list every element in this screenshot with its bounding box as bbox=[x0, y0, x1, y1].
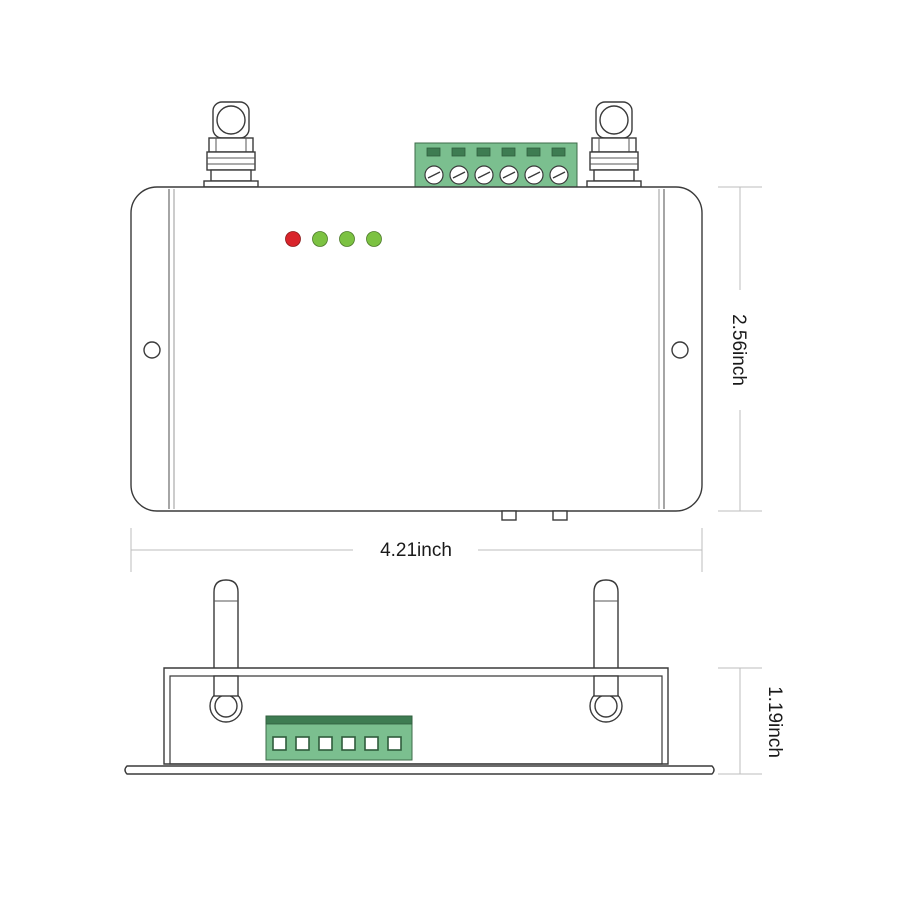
enclosure-body bbox=[130, 186, 703, 512]
width-dimension: 4.21inch bbox=[130, 528, 703, 572]
width-dimension-label: 4.21inch bbox=[380, 540, 452, 561]
terminal-screw-icon bbox=[424, 165, 569, 185]
led-indicator-icon bbox=[312, 231, 328, 247]
terminal-slots bbox=[426, 147, 566, 157]
right-antenna-connector-icon bbox=[586, 101, 642, 188]
left-mounting-hole-icon bbox=[143, 341, 161, 359]
height-dimension-label: 2.56inch bbox=[728, 314, 749, 386]
led-indicator-icon bbox=[366, 231, 382, 247]
right-antenna-icon bbox=[593, 579, 619, 695]
side-view: 1.19inch bbox=[124, 579, 785, 775]
right-mounting-hole-icon bbox=[671, 341, 689, 359]
height-dimension: 2.56inch bbox=[718, 186, 762, 512]
left-antenna-connector-icon bbox=[203, 101, 259, 188]
depth-dimension-label: 1.19inch bbox=[764, 686, 785, 758]
depth-dimension: 1.19inch bbox=[718, 667, 785, 775]
top-view: 4.21inch 2.56inch bbox=[130, 101, 762, 572]
side-terminal-openings bbox=[272, 736, 402, 751]
led-indicators bbox=[285, 231, 382, 247]
antenna-bases bbox=[209, 675, 623, 723]
led-indicator-icon bbox=[285, 231, 301, 247]
top-terminal-block bbox=[414, 142, 578, 188]
bottom-buttons bbox=[501, 510, 568, 521]
left-antenna-icon bbox=[213, 579, 239, 695]
side-terminal-block bbox=[265, 715, 413, 761]
led-indicator-icon bbox=[339, 231, 355, 247]
end-cap-seams bbox=[168, 189, 665, 509]
